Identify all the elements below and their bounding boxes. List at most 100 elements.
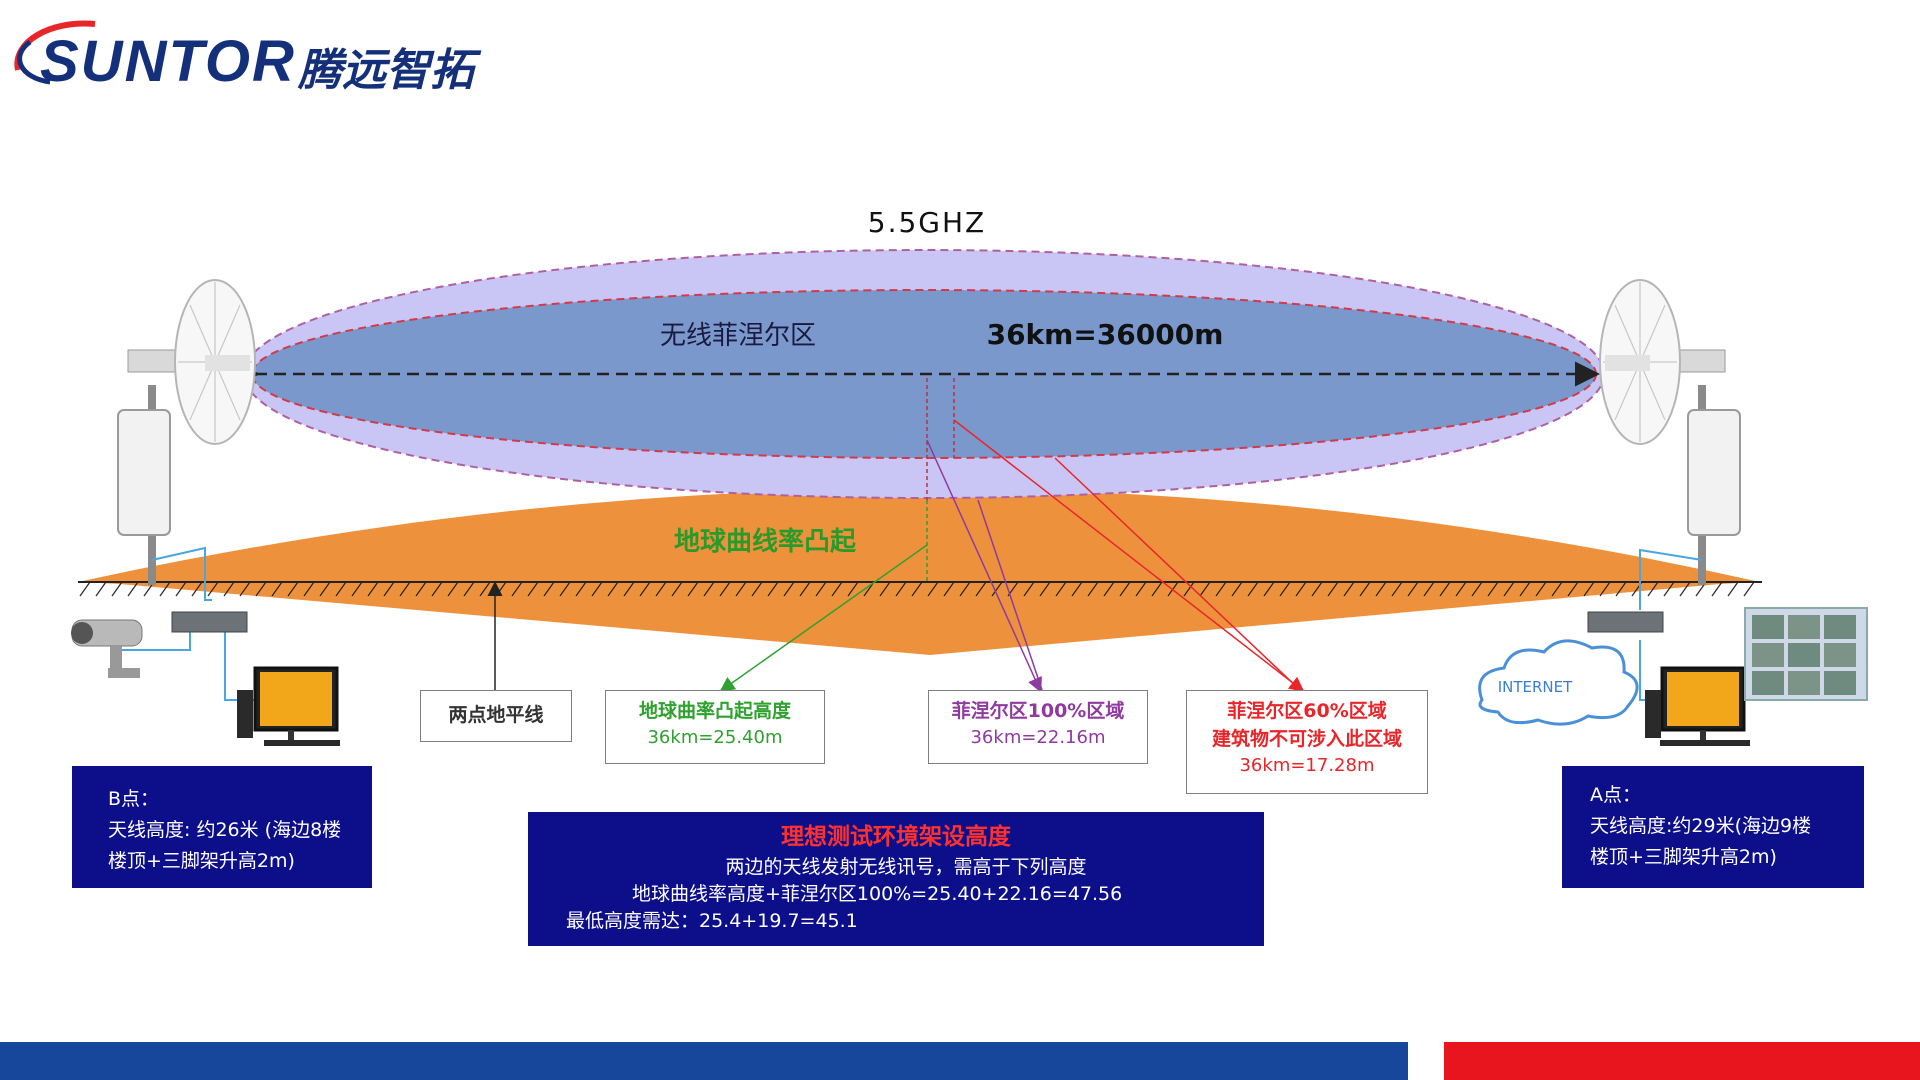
point-b-line2: 楼顶+三脚架升高2m) bbox=[108, 850, 295, 872]
ground-hatch-mark bbox=[1711, 581, 1723, 597]
fresnel60-callout: 菲涅尔区60%区域 建筑物不可涉入此区域 36km=17.28m bbox=[1186, 690, 1428, 794]
ground-hatch-mark bbox=[303, 581, 315, 597]
ground-hatch-mark bbox=[767, 581, 779, 597]
bulge-leader bbox=[719, 544, 928, 692]
ground-hatch-mark bbox=[847, 581, 859, 597]
ground-hatch-mark bbox=[447, 581, 459, 597]
ground-hatch-mark bbox=[1103, 581, 1115, 597]
ground-hatch-mark bbox=[79, 581, 91, 597]
horizon-callout: 两点地平线 bbox=[420, 690, 572, 742]
network-switch-a-icon bbox=[1587, 611, 1664, 633]
suntor-logo: SUNTOR 腾远智拓 bbox=[10, 12, 530, 96]
ground-hatch-mark bbox=[1455, 581, 1467, 597]
ground-hatch-mark bbox=[879, 581, 891, 597]
ground-hatch-mark bbox=[1055, 581, 1067, 597]
ground-hatch-mark bbox=[975, 581, 987, 597]
ground-hatch-mark bbox=[415, 581, 427, 597]
earth-bulge-shape bbox=[78, 488, 1760, 655]
ground-hatch-mark bbox=[591, 581, 603, 597]
ground-hatch-mark bbox=[1039, 581, 1051, 597]
ground-hatch-mark bbox=[959, 581, 971, 597]
ground-hatch-mark bbox=[1135, 581, 1147, 597]
ground-hatch-mark bbox=[1583, 581, 1595, 597]
logo-swoosh-icon bbox=[14, 20, 96, 85]
summary-line3: 最低高度需达：25.4+19.7=45.1 bbox=[566, 910, 858, 932]
ground-hatch-mark bbox=[1567, 581, 1579, 597]
ground-hatch-mark bbox=[943, 581, 955, 597]
ground-hatch-mark bbox=[383, 581, 395, 597]
ground-hatch-mark bbox=[735, 581, 747, 597]
ground-hatch-mark bbox=[1663, 581, 1675, 597]
antenna-a-icon bbox=[1599, 279, 1741, 585]
ground-hatch-mark bbox=[1295, 581, 1307, 597]
bulge-callout: 地球曲率凸起高度 36km=25.40m bbox=[605, 690, 825, 764]
ground-hatch-mark bbox=[1375, 581, 1387, 597]
ground-hatch-mark bbox=[719, 581, 731, 597]
ground-hatching bbox=[79, 581, 1755, 597]
fresnel100-leader-a bbox=[926, 439, 1042, 693]
summary-title: 理想测试环境架设高度 bbox=[781, 824, 1011, 850]
ground-hatch-mark bbox=[1343, 581, 1355, 597]
ground-hatch-mark bbox=[655, 581, 667, 597]
point-b-title: B点： bbox=[108, 788, 160, 810]
ground-hatch-mark bbox=[271, 581, 283, 597]
fresnel60-leader-a bbox=[953, 419, 1305, 692]
ground-hatch-mark bbox=[1231, 581, 1243, 597]
ground-hatch-mark bbox=[991, 581, 1003, 597]
fresnel100-callout: 菲涅尔区100%区域 36km=22.16m bbox=[928, 690, 1148, 764]
ground-hatch-mark bbox=[623, 581, 635, 597]
ground-hatch-mark bbox=[1359, 581, 1371, 597]
internet-cloud-icon bbox=[1478, 639, 1639, 726]
ground-hatch-mark bbox=[1727, 581, 1739, 597]
ground-hatch-mark bbox=[1471, 581, 1483, 597]
frequency-label: 5.5GHZ bbox=[868, 206, 986, 239]
ground-hatch-mark bbox=[1503, 581, 1515, 597]
fresnel100-callout-value: 36km=22.16m bbox=[970, 727, 1106, 748]
ground-hatch-mark bbox=[1519, 581, 1531, 597]
video-monitor-screen-icon bbox=[1744, 607, 1868, 701]
ground-hatch-mark bbox=[191, 581, 203, 597]
ground-hatch-mark bbox=[1071, 581, 1083, 597]
ground-hatch-mark bbox=[511, 581, 523, 597]
ground-hatch-mark bbox=[815, 581, 827, 597]
antenna-b-icon bbox=[117, 279, 256, 585]
ground-hatch-mark bbox=[639, 581, 651, 597]
ground-hatch-mark bbox=[1215, 581, 1227, 597]
ground-hatch-mark bbox=[607, 581, 619, 597]
network-switch-b-icon bbox=[171, 611, 248, 633]
ground-hatch-mark bbox=[463, 581, 475, 597]
ground-hatch-mark bbox=[927, 581, 939, 597]
ground-hatch-mark bbox=[1679, 581, 1691, 597]
ground-hatch-mark bbox=[1487, 581, 1499, 597]
footer-blue-bar bbox=[0, 1042, 1408, 1080]
ground-hatch-mark bbox=[159, 581, 171, 597]
ground-hatch-mark bbox=[831, 581, 843, 597]
fresnel100-callout-title: 菲涅尔区100%区域 bbox=[951, 700, 1125, 722]
ground-hatch-mark bbox=[1743, 581, 1755, 597]
ground-hatch-mark bbox=[319, 581, 331, 597]
point-b-line1: 天线高度: 约26米 (海边8楼 bbox=[108, 819, 342, 841]
ground-hatch-mark bbox=[1199, 581, 1211, 597]
logo-brand-text: SUNTOR bbox=[40, 29, 296, 94]
ground-hatch-mark bbox=[223, 581, 235, 597]
ground-hatch-mark bbox=[1247, 581, 1259, 597]
ground-hatch-mark bbox=[1151, 581, 1163, 597]
fresnel-zone-label: 无线菲涅尔区 bbox=[660, 321, 816, 351]
ground-hatch-mark bbox=[1407, 581, 1419, 597]
ground-hatch-mark bbox=[1023, 581, 1035, 597]
computer-b-icon bbox=[237, 666, 340, 746]
footer-red-bar bbox=[1444, 1042, 1920, 1080]
logo-brand-cn-text: 腾远智拓 bbox=[298, 45, 474, 96]
ground-hatch-mark bbox=[287, 581, 299, 597]
ground-hatch-mark bbox=[1551, 581, 1563, 597]
point-a-title: A点： bbox=[1590, 784, 1641, 806]
ground-hatch-mark bbox=[1391, 581, 1403, 597]
ground-hatch-mark bbox=[687, 581, 699, 597]
ground-hatch-mark bbox=[1535, 581, 1547, 597]
ground-hatch-mark bbox=[1647, 581, 1659, 597]
ground-hatch-mark bbox=[175, 581, 187, 597]
ground-hatch-mark bbox=[911, 581, 923, 597]
ground-hatch-mark bbox=[799, 581, 811, 597]
ground-hatch-mark bbox=[127, 581, 139, 597]
